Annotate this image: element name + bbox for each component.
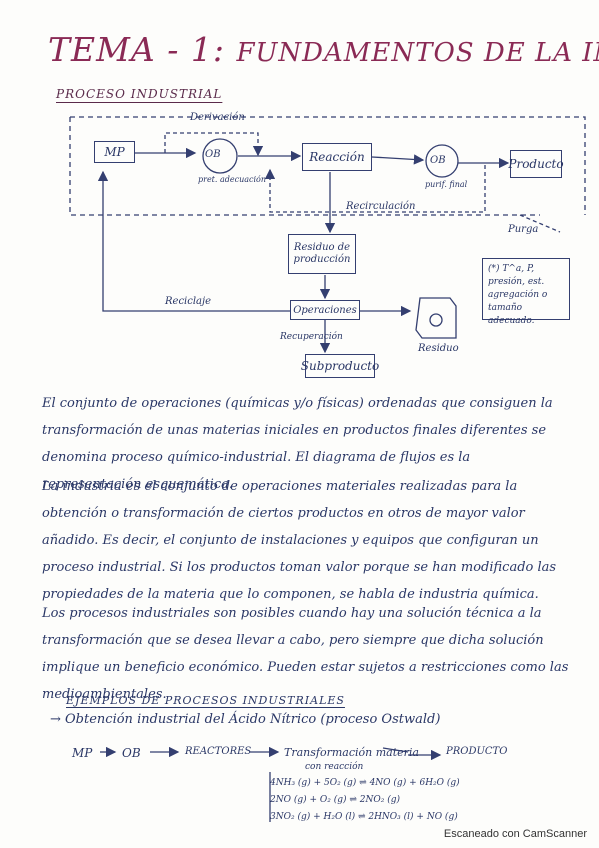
examples-heading: EJEMPLOS DE PROCESOS INDUSTRIALES <box>66 694 345 707</box>
flow-product: PRODUCTO <box>446 746 508 757</box>
operations-box: Operaciones <box>290 300 360 320</box>
page-title: TEMA - 1: FUNDAMENTOS DE LA ING. QUÍMICA <box>48 30 599 69</box>
paragraph-conditions-text: Los procesos industriales son posibles c… <box>42 606 569 702</box>
paragraph-conditions: Los procesos industriales son posibles c… <box>42 600 572 708</box>
scanner-watermark: Escaneado con CamScanner <box>443 828 587 840</box>
paragraph-industry-text: La industria es el conjunto de operacion… <box>42 479 557 602</box>
ob2-sublabel: purif. final <box>425 180 468 189</box>
flow-mp: MP <box>72 746 93 760</box>
flow-transformation: Transformación materia <box>284 746 419 759</box>
production-residue-box: Residuo de producción <box>288 234 356 274</box>
equation-2: 2NO (g) + O₂ (g) ⇌ 2NO₂ (g) <box>270 795 401 805</box>
ob2-label: OB <box>430 155 446 166</box>
conditions-note: (*) T^a, P, presión, est. agregación o t… <box>482 258 570 326</box>
flow-ob: OB <box>122 746 141 760</box>
recycling-label: Reciclaje <box>165 296 212 307</box>
mp-box: MP <box>94 141 135 163</box>
paragraph-industry: La industria es el conjunto de operacion… <box>42 473 572 608</box>
product-box: Producto <box>508 150 564 178</box>
equation-1: 4NH₃ (g) + 5O₂ (g) ⇌ 4NO (g) + 6H₂O (g) <box>270 778 460 788</box>
purge-label: Purga <box>508 224 539 235</box>
reaction-box: Reacción <box>302 143 372 171</box>
residue-label: Residuo <box>418 343 459 354</box>
title-main: TEMA - 1: <box>48 30 225 69</box>
byproduct-box: Subproducto <box>301 354 379 378</box>
derivation-label: Derivación <box>190 112 245 123</box>
recirculation-label: Recirculación <box>346 201 416 212</box>
paragraph-process-text: El conjunto de operaciones (químicas y/o… <box>42 396 553 492</box>
ob1-label: OB <box>205 149 221 160</box>
paragraph-process: El conjunto de operaciones (químicas y/o… <box>42 390 572 498</box>
flow-transformation-sub: con reacción <box>305 762 364 772</box>
recovery-label: Recuperación <box>280 332 343 342</box>
flow-reactors: REACTORES <box>185 746 252 757</box>
equation-3: 3NO₂ (g) + H₂O (l) ⇌ 2HNO₃ (l) + NO (g) <box>270 812 458 822</box>
section-heading: PROCESO INDUSTRIAL <box>56 87 223 101</box>
example-nitric-acid: → Obtención industrial del Ácido Nítrico… <box>50 712 441 727</box>
title-rest: FUNDAMENTOS DE LA ING. QUÍMICA <box>236 38 599 68</box>
ob1-sublabel: pret. adecuación <box>198 175 267 184</box>
